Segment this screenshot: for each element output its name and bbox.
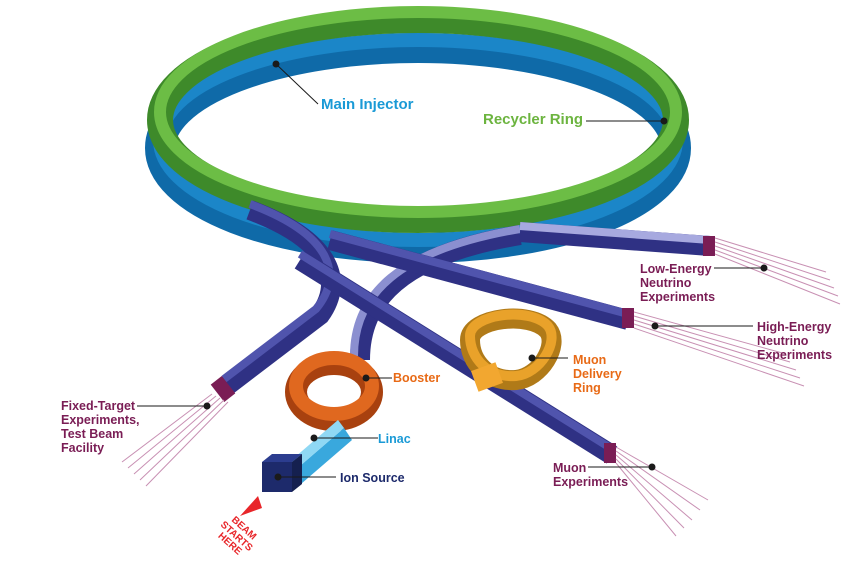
recycler-ring xyxy=(147,6,689,233)
beamline-end-caps xyxy=(210,236,715,463)
booster-label: Booster xyxy=(393,371,441,385)
low-energy-beamline xyxy=(519,222,711,256)
high-energy-beamline xyxy=(327,230,631,330)
target-stripes xyxy=(121,237,841,537)
main-injector-label: Main Injector xyxy=(321,96,414,113)
muon-beamline xyxy=(294,251,618,464)
booster-ring xyxy=(285,351,383,431)
beam-start-arrow-icon xyxy=(240,496,262,516)
recycler-ring-label: Recycler Ring xyxy=(483,111,584,128)
leader-lines xyxy=(137,63,764,478)
leader-dots xyxy=(203,60,768,481)
ion-source xyxy=(262,454,302,492)
ion-source-label: Ion Source xyxy=(340,471,405,485)
muon-delivery-ring xyxy=(459,308,562,392)
beamlines xyxy=(221,200,711,464)
booster-transfer-line xyxy=(350,225,522,361)
linac-label: Linac xyxy=(378,432,411,446)
